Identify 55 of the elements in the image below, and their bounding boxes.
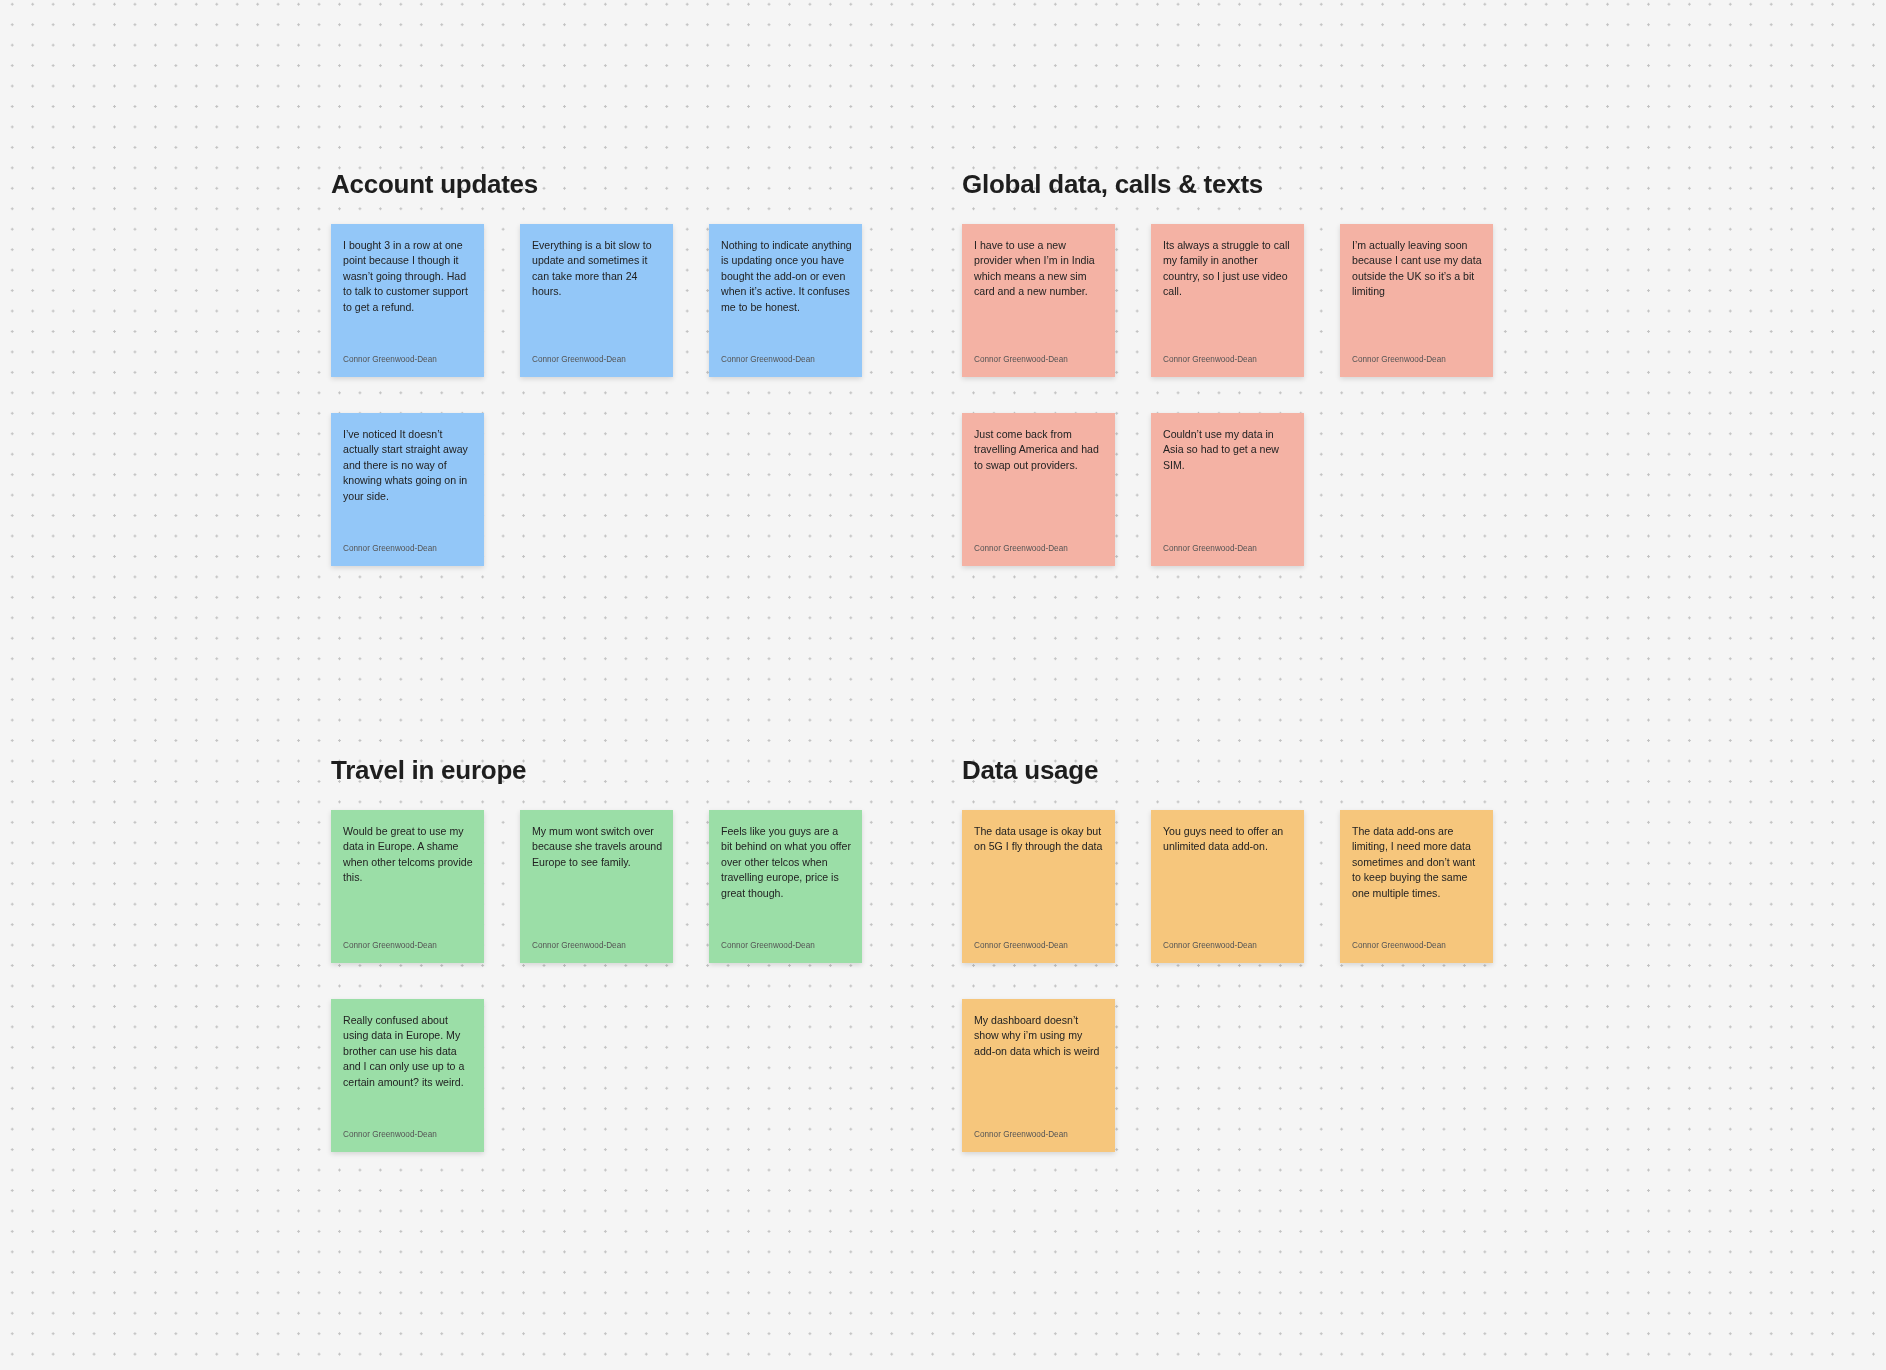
note-text: Feels like you guys are a bit behind on what you offer over other telcos when travelling europe, price is great though. xyxy=(721,824,852,901)
sticky-note xyxy=(1340,810,1493,963)
note-author: Connor Greenwood-Dean xyxy=(343,544,437,554)
note-author: Connor Greenwood-Dean xyxy=(343,941,437,951)
sticky-note xyxy=(709,810,862,963)
sticky-note xyxy=(331,999,484,1152)
sticky-note xyxy=(962,224,1115,377)
note-text: You guys need to offer an unlimited data add-on. xyxy=(1163,824,1285,855)
section-heading: Travel in europe xyxy=(331,754,527,786)
note-text: Just come back from travelling America and had to swap out providers. xyxy=(974,427,1100,473)
sticky-note xyxy=(1340,224,1493,377)
section-heading: Data usage xyxy=(962,754,1099,786)
note-text: I bought 3 in a row at one point because I though it wasn’t going through. Had to talk to customer support to get a refund. xyxy=(343,238,469,315)
sticky-note xyxy=(331,810,484,963)
note-text: I’ve noticed It doesn’t actually start straight away and there is no way of knowing whats going on in your side. xyxy=(343,427,469,504)
note-text: My dashboard doesn’t show why i’m using my add-on data which is weird xyxy=(974,1013,1101,1059)
note-text: Its always a struggle to call my family in another country, so I just use video call. xyxy=(1163,238,1291,300)
note-author: Connor Greenwood-Dean xyxy=(721,355,815,365)
note-author: Connor Greenwood-Dean xyxy=(1352,941,1446,951)
note-author: Connor Greenwood-Dean xyxy=(974,1130,1068,1140)
section-heading: Account updates xyxy=(331,168,538,200)
note-author: Connor Greenwood-Dean xyxy=(1163,544,1257,554)
note-author: Connor Greenwood-Dean xyxy=(532,941,626,951)
sticky-note xyxy=(520,810,673,963)
note-author: Connor Greenwood-Dean xyxy=(721,941,815,951)
note-text: Nothing to indicate anything is updating once you have bought the add-on or even when it’s active. It confuses me to be honest. xyxy=(721,238,852,315)
sticky-note xyxy=(331,224,484,377)
sticky-note xyxy=(962,999,1115,1152)
sticky-note xyxy=(1151,224,1304,377)
sticky-note xyxy=(520,224,673,377)
section-heading: Global data, calls & texts xyxy=(962,168,1263,200)
note-text: Everything is a bit slow to update and sometimes it can take more than 24 hours. xyxy=(532,238,653,300)
note-author: Connor Greenwood-Dean xyxy=(1163,941,1257,951)
note-author: Connor Greenwood-Dean xyxy=(974,355,1068,365)
sticky-note xyxy=(709,224,862,377)
note-author: Connor Greenwood-Dean xyxy=(1163,355,1257,365)
sticky-note xyxy=(962,413,1115,566)
note-text: I’m actually leaving soon because I cant use my data outside the UK so it’s a bit limiting xyxy=(1352,238,1483,300)
note-text: Would be great to use my data in Europe. A shame when other telcoms provide this. xyxy=(343,824,474,886)
sticky-note xyxy=(1151,413,1304,566)
note-text: Couldn’t use my data in Asia so had to get a new SIM. xyxy=(1163,427,1281,473)
sticky-note xyxy=(331,413,484,566)
note-text: The data usage is okay but on 5G I fly through the data xyxy=(974,824,1104,855)
sticky-note xyxy=(1151,810,1304,963)
note-text: My mum wont switch over because she travels around Europe to see family. xyxy=(532,824,663,870)
note-author: Connor Greenwood-Dean xyxy=(1352,355,1446,365)
note-text: Really confused about using data in Europe. My brother can use his data and I can only use up to a certain amount? its weird. xyxy=(343,1013,466,1090)
note-text: The data add-ons are limiting, I need more data sometimes and don’t want to keep buying the same one multiple times. xyxy=(1352,824,1477,901)
sticky-note xyxy=(962,810,1115,963)
note-author: Connor Greenwood-Dean xyxy=(343,355,437,365)
note-author: Connor Greenwood-Dean xyxy=(343,1130,437,1140)
note-author: Connor Greenwood-Dean xyxy=(532,355,626,365)
note-text: I have to use a new provider when I’m in India which means a new sim card and a new number. xyxy=(974,238,1096,300)
note-author: Connor Greenwood-Dean xyxy=(974,941,1068,951)
note-author: Connor Greenwood-Dean xyxy=(974,544,1068,554)
